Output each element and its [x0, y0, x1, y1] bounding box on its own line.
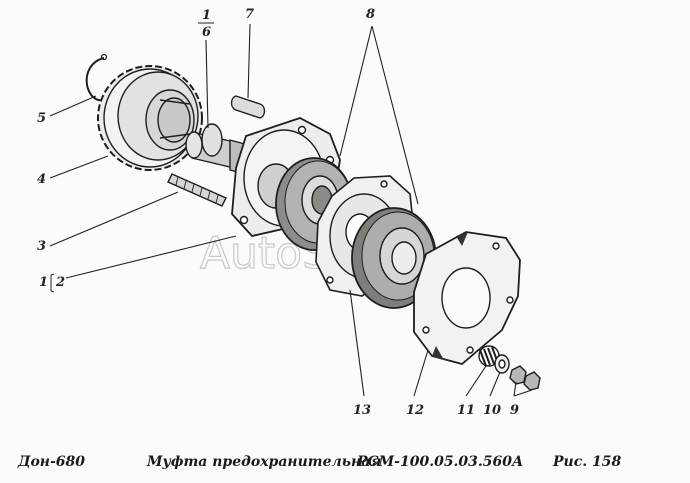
part-end-plate [413, 231, 521, 365]
part-washer [494, 354, 510, 374]
label-6: 6 [202, 25, 211, 40]
machine-name: Дон-680 [18, 454, 86, 470]
label-1-group: 1 [39, 275, 48, 290]
label-2: 2 [55, 275, 65, 290]
label-4: 4 [37, 172, 46, 187]
part-nuts [509, 365, 541, 391]
label-3: 3 [37, 239, 46, 254]
label-7: 7 [245, 7, 254, 22]
label-5: 5 [37, 111, 46, 126]
part-stud-bolt [167, 173, 227, 207]
part-key [230, 95, 266, 119]
label-13: 13 [353, 403, 371, 418]
label-12: 12 [406, 403, 424, 418]
leader-lines [49, 23, 533, 397]
label-10: 10 [483, 403, 501, 418]
label-8: 8 [366, 7, 375, 22]
label-bracket [50, 273, 55, 293]
exploded-view-drawing: AutoSoft [37, 7, 541, 418]
figure-number: Рис. 158 [553, 454, 622, 470]
part-sprocket [97, 65, 203, 171]
label-9: 9 [510, 403, 519, 418]
figure-title: Муфта предохранительная [147, 454, 382, 470]
part-code: РСМ-100.05.03.560А [357, 454, 524, 470]
label-11: 11 [457, 403, 475, 418]
caption-bar: Дон-680 Муфта предохранительная РСМ-100.… [0, 448, 690, 478]
label-1-top: 1 [202, 8, 211, 23]
part-friction-disc-2 [351, 207, 437, 309]
